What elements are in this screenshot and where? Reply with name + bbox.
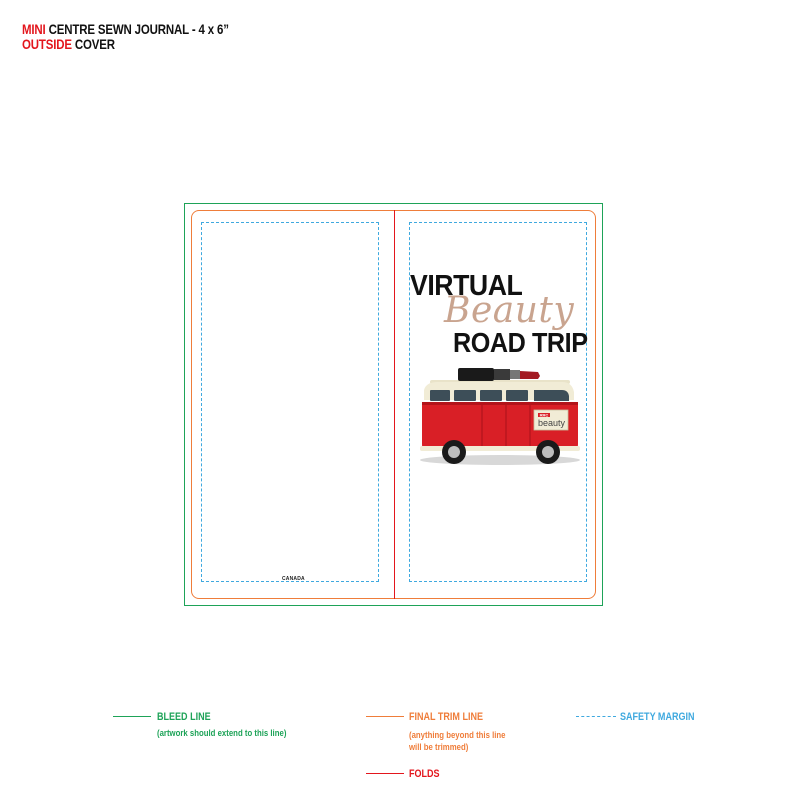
legend-bleed-label: BLEED LINE: [157, 711, 211, 723]
header-product-title: CENTRE SEWN JOURNAL - 4 x 6”: [48, 21, 229, 37]
header-side-label: OUTSIDE: [22, 36, 72, 52]
fold-line: [394, 210, 395, 599]
van-illustration: RRC beauty: [420, 368, 580, 465]
cover-title-virtual: VIRTUAL: [410, 270, 523, 302]
legend-trim-label: FINAL TRIM LINE: [409, 711, 483, 723]
header-size-label: MINI: [22, 21, 46, 37]
legend-trim-swatch: [366, 716, 404, 717]
header-part-label: COVER: [74, 36, 115, 52]
cover-title-beauty: Beauty: [444, 290, 575, 331]
header-line-1: MINI CENTRE SEWN JOURNAL - 4 x 6”: [22, 22, 229, 37]
trim-line-box: [191, 210, 596, 599]
legend-bleed-note: (artwork should extend to this line): [157, 728, 287, 739]
legend-safety-swatch: [576, 716, 616, 717]
back-cover-imprint: CANADA: [282, 576, 305, 582]
legend-trim-note-2: will be trimmed): [409, 742, 469, 753]
safety-margin-front: [409, 222, 587, 582]
van-doors: [481, 405, 531, 448]
legend-fold-label: FOLDS: [409, 768, 440, 780]
van-wheels: [442, 440, 560, 464]
bleed-line-box: [184, 203, 603, 606]
van-windows: [430, 390, 569, 401]
header-line-2: OUTSIDE COVER: [22, 37, 115, 52]
lipstick-icon: [458, 368, 540, 381]
safety-margin-back: [201, 222, 379, 582]
van-brand-name: beauty: [538, 418, 566, 428]
legend-safety-label: SAFETY MARGIN: [620, 711, 695, 723]
van-brand-small: RRC: [540, 413, 549, 418]
legend-fold-swatch: [366, 773, 404, 774]
cover-title-road-trip: ROAD TRIP: [453, 327, 588, 358]
legend-bleed-swatch: [113, 716, 151, 717]
legend-trim-note-1: (anything beyond this line: [409, 730, 506, 741]
